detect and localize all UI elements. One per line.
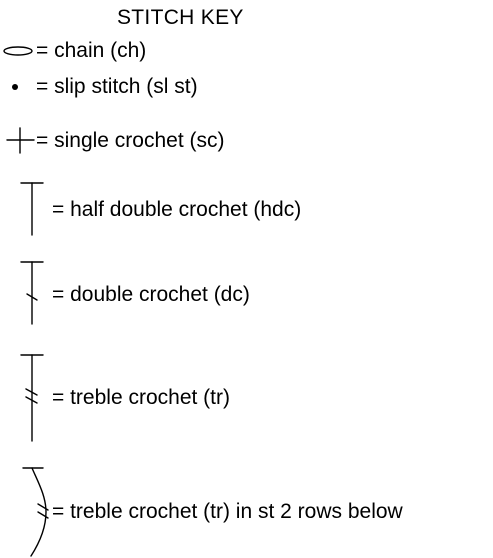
stitch-key-label-treble-crochet-2-rows-below: = treble crochet (tr) in st 2 rows below bbox=[52, 500, 403, 523]
stitch-key-label-half-double-crochet: = half double crochet (hdc) bbox=[52, 198, 302, 221]
stitch-key-entry-treble-crochet: = treble crochet (tr) bbox=[0, 353, 493, 443]
stitch-key-entry-chain: = chain (ch) bbox=[0, 38, 493, 64]
t-post-icon bbox=[0, 181, 50, 237]
stitch-key-entry-slip-stitch: = slip stitch (sl st) bbox=[0, 74, 493, 100]
t-post-one-slash-icon bbox=[0, 260, 50, 326]
stitch-key-entry-single-crochet: = single crochet (sc) bbox=[0, 126, 493, 156]
cross-icon bbox=[0, 126, 40, 156]
stitch-key-entry-double-crochet: = double crochet (dc) bbox=[0, 260, 493, 326]
stitch-key-entry-treble-crochet-2-rows-below: = treble crochet (tr) in st 2 rows below bbox=[0, 466, 493, 558]
curved-post-two-slash-icon bbox=[0, 466, 50, 558]
stitch-key-label-treble-crochet: = treble crochet (tr) bbox=[52, 386, 230, 409]
stitch-key-entry-half-double-crochet: = half double crochet (hdc) bbox=[0, 181, 493, 237]
stitch-key-label-single-crochet: = single crochet (sc) bbox=[36, 129, 225, 152]
stitch-key-label-slip-stitch: = slip stitch (sl st) bbox=[36, 75, 198, 98]
chain-oval-icon bbox=[0, 38, 40, 64]
stitch-key-label-double-crochet: = double crochet (dc) bbox=[52, 283, 250, 306]
t-post-two-slash-icon bbox=[0, 353, 50, 443]
dot-icon bbox=[0, 74, 40, 100]
stitch-key-label-chain: = chain (ch) bbox=[36, 39, 147, 62]
stitch-key-title: STITCH KEY bbox=[117, 6, 244, 29]
